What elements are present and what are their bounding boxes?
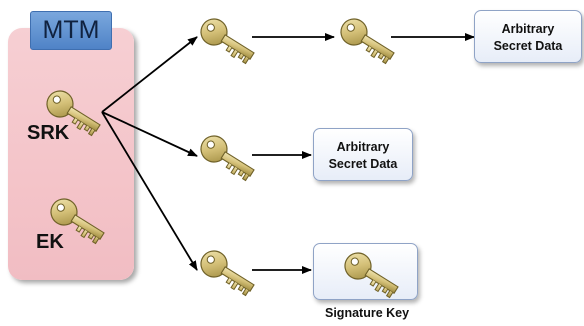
arrow-srk-to-top-key (101, 36, 198, 113)
signature-key-box (313, 243, 418, 302)
second-key-icon (335, 13, 400, 68)
top-box-line2: Secret Data (493, 39, 563, 53)
mtm-title: MTM (30, 11, 112, 50)
middle-box-line1: Arbitrary (336, 140, 390, 154)
ek-label: EK (36, 231, 64, 253)
middle-key-icon (195, 130, 260, 185)
middle-secret-data-box: Arbitrary Secret Data (313, 128, 413, 181)
top-secret-data-box: Arbitrary Secret Data (474, 10, 582, 63)
signature-key-icon (339, 247, 404, 302)
arrow-srk-to-middle-key (101, 111, 198, 157)
middle-box-line2: Secret Data (328, 157, 398, 171)
signature-key-caption: Signature Key (325, 306, 410, 320)
top-key-icon (195, 13, 260, 68)
top-box-line1: Arbitrary (501, 22, 555, 36)
bottom-key-icon (195, 245, 260, 300)
arrow-srk-to-bottom-key (101, 111, 198, 271)
srk-label: SRK (27, 122, 70, 144)
mtm-panel (8, 28, 134, 280)
